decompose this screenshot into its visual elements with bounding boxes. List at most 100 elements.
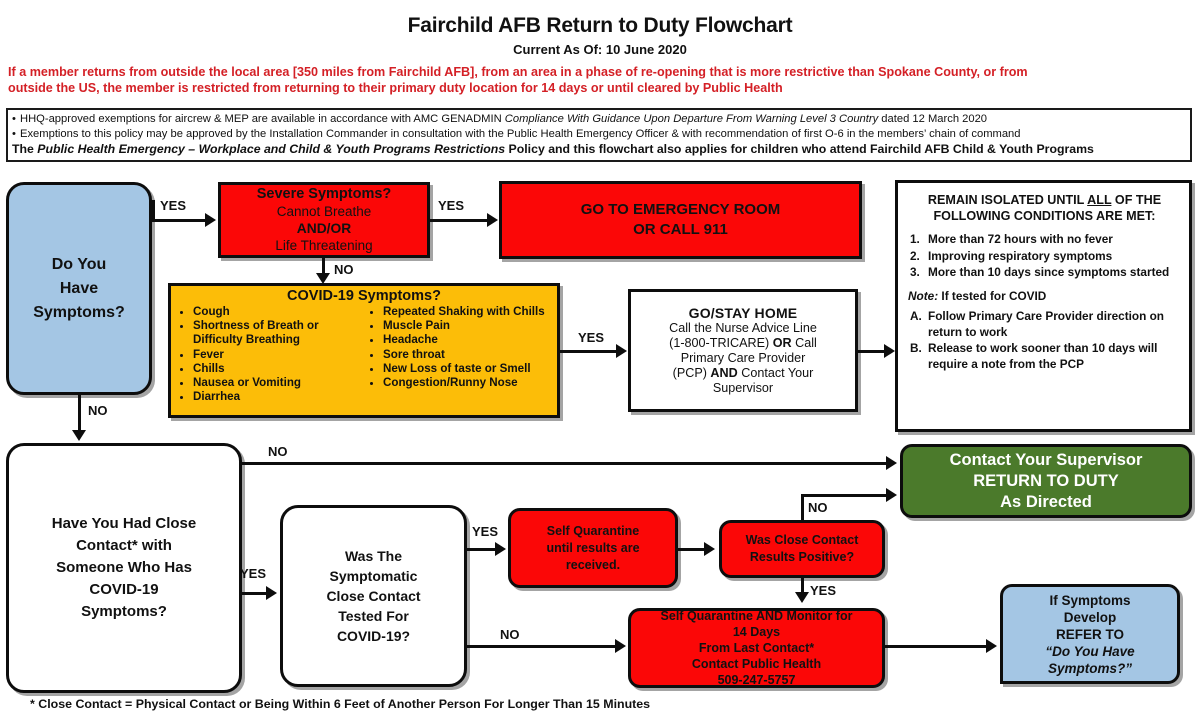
node-line: Symptoms? [81, 603, 167, 620]
node-results-positive[interactable]: Was Close Contact Results Positive? [719, 520, 885, 578]
node-line-part: (1-800-TRICARE) [669, 335, 773, 350]
connector-segment [152, 219, 209, 222]
arrowhead-icon [795, 592, 809, 603]
arrowhead-icon [72, 430, 86, 441]
node-line: Life Threatening [275, 238, 373, 253]
node-line: As Directed [1000, 492, 1092, 511]
edge-label-no: NO [808, 500, 828, 515]
node-self-quarantine-results[interactable]: Self Quarantine until results are receiv… [508, 508, 678, 588]
node-line: OR CALL 911 [633, 221, 728, 238]
node-line: until results are [546, 540, 640, 555]
bullet-dot-icon: • [12, 127, 16, 140]
node-line: 14 Days [732, 625, 781, 639]
node-go-stay-home[interactable]: GO/STAY HOME Call the Nurse Advice Line … [628, 289, 858, 412]
node-line: 509-247-5757 [717, 673, 796, 687]
node-line: Close Contact [326, 588, 421, 604]
edge-label-yes: YES [240, 566, 267, 581]
arrowhead-icon [616, 344, 627, 358]
node-line-part: Call [791, 335, 817, 350]
arrowhead-icon [495, 542, 506, 556]
node-line: Symptomatic [329, 568, 418, 584]
arrowhead-icon [886, 488, 897, 502]
exemption-bullet-1-pre: HHQ-approved exemptions for aircrew & ME… [20, 113, 505, 125]
node-line: (PCP) AND Contact Your [631, 366, 855, 381]
node-line: Do You [51, 255, 107, 273]
node-do-you-have-symptoms[interactable]: Do You Have Symptoms? [6, 182, 152, 395]
node-line: Self Quarantine [546, 523, 640, 538]
connector-segment [430, 219, 490, 222]
covid-symptoms-left-list: Cough Shortness of Breath or Difficulty … [177, 305, 361, 404]
edge-label-no: NO [334, 262, 354, 277]
node-heading: GO/STAY HOME [688, 304, 798, 321]
node-close-contact-question[interactable]: Have You Had Close Contact* with Someone… [6, 443, 242, 693]
exemption-bullet-1: • HHQ-approved exemptions for aircrew & … [12, 112, 1186, 127]
policy-pre: The [12, 142, 38, 156]
connector-segment [560, 350, 620, 353]
covid-symptoms-title: COVID-19 Symptoms? [287, 288, 441, 304]
node-line-part: AND [710, 365, 738, 380]
remain-isolated-heading: REMAIN ISOLATED UNTIL ALL OF THE FOLLOWI… [908, 193, 1181, 224]
connector-segment [242, 592, 268, 595]
node-remain-isolated[interactable]: REMAIN ISOLATED UNTIL ALL OF THE FOLLOWI… [895, 180, 1192, 432]
node-line: AND/OR [296, 221, 352, 236]
connector-segment [322, 258, 325, 278]
exemption-bullet-2-text: Exemptions to this policy may be approve… [20, 127, 1021, 140]
node-line: received. [565, 557, 621, 572]
node-line: RETURN TO DUTY [973, 471, 1119, 490]
arrowhead-icon [884, 344, 895, 358]
heading-underline: ALL [1087, 193, 1112, 207]
covid-symptoms-left-column: Cough Shortness of Breath or Difficulty … [177, 305, 361, 404]
item-marker: 3. [910, 265, 920, 279]
node-line: Contact* with [76, 537, 172, 554]
node-line: Have [59, 279, 99, 297]
edge-label-no: NO [88, 403, 108, 418]
list-item: Sore throat [383, 348, 551, 362]
list-item: Congestion/Runny Nose [383, 376, 551, 390]
arrowhead-icon [316, 273, 330, 284]
arrowhead-icon [266, 586, 277, 600]
list-item: 1.More than 72 hours with no fever [908, 232, 1181, 248]
node-was-contact-tested[interactable]: Was The Symptomatic Close Contact Tested… [280, 505, 467, 687]
exemptions-note-box: • HHQ-approved exemptions for aircrew & … [6, 108, 1192, 162]
edge-label-no: NO [500, 627, 520, 642]
node-line: Tested For [338, 608, 409, 624]
connector-segment [858, 350, 888, 353]
edge-label-yes: YES [810, 583, 837, 598]
item-text: Release to work sooner than 10 days will… [928, 341, 1158, 371]
node-line: Have You Had Close [51, 515, 197, 532]
item-marker: A. [910, 309, 922, 323]
list-item: Diarrhea [193, 390, 361, 404]
connector-segment [801, 494, 890, 497]
node-line: Contact Your Supervisor [949, 450, 1143, 469]
heading-part: REMAIN ISOLATED UNTIL [927, 193, 1088, 207]
connector-segment [801, 494, 804, 522]
edge-label-yes: YES [160, 198, 187, 213]
connector-segment [801, 578, 804, 596]
node-line: “Do You Have [1045, 643, 1135, 659]
arrowhead-icon [986, 639, 997, 653]
list-item: Headache [383, 333, 551, 347]
list-item: Muscle Pain [383, 319, 551, 333]
list-item: Nausea or Vomiting [193, 376, 361, 390]
node-line-part: (PCP) [672, 365, 711, 380]
connector-segment [885, 645, 988, 648]
node-covid-symptoms[interactable]: COVID-19 Symptoms? Cough Shortness of Br… [168, 283, 560, 418]
item-marker: 1. [910, 232, 920, 246]
node-quarantine-monitor[interactable]: Self Quarantine AND Monitor for 14 Days … [628, 608, 885, 688]
connector-segment [152, 200, 155, 222]
item-text: More than 10 days since symptoms started [928, 265, 1170, 279]
travel-restriction-warning: If a member returns from outside the loc… [8, 64, 1192, 96]
node-if-symptoms-develop[interactable]: If Symptoms Develop REFER TO “Do You Hav… [1000, 584, 1180, 684]
list-item: 2.Improving respiratory symptoms [908, 249, 1181, 265]
list-item: 3. More than 10 days since symptoms start… [908, 265, 1181, 281]
note-text: If tested for COVID [938, 288, 1047, 303]
node-return-to-duty[interactable]: Contact Your Supervisor RETURN TO DUTY A… [900, 444, 1192, 518]
node-severe-symptoms[interactable]: Severe Symptoms? Cannot Breathe AND/OR L… [218, 182, 430, 258]
node-emergency-room[interactable]: GO TO EMERGENCY ROOM OR CALL 911 [499, 181, 862, 259]
item-marker: B. [910, 341, 922, 355]
node-line: Was Close Contact [745, 533, 859, 547]
bullet-dot-icon: • [12, 113, 16, 125]
node-line: Severe Symptoms? [256, 186, 392, 202]
node-line: Results Positive? [749, 550, 855, 564]
connector-segment [467, 548, 497, 551]
